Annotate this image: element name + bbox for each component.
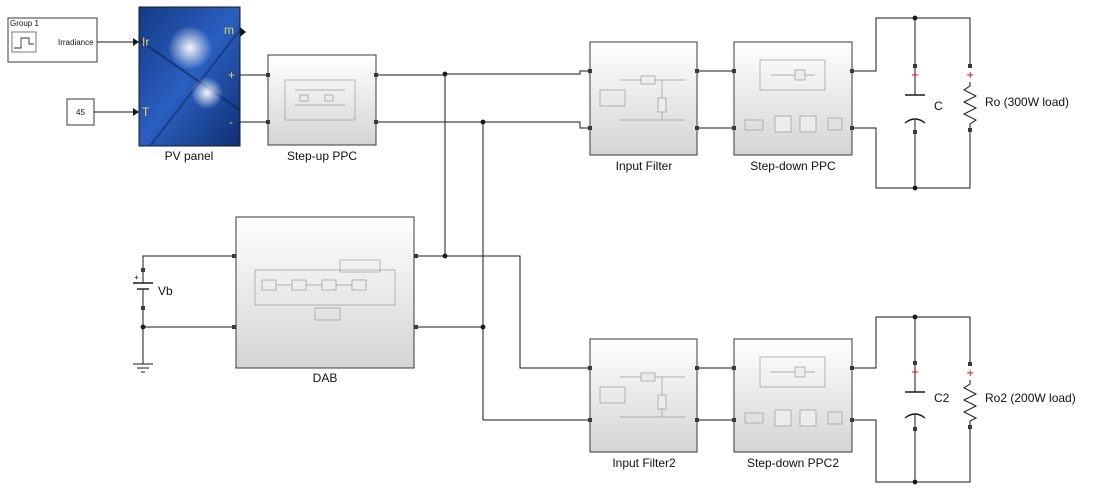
step-down-ppc-2-label: Step-down PPC2: [747, 456, 839, 470]
capacitor-1-plus-sign: +: [911, 70, 919, 81]
step-down-ppc-2-block[interactable]: [732, 339, 854, 452]
pv-cell-highlight-icon: [168, 26, 212, 70]
pv-panel-label: PV panel: [165, 149, 214, 163]
step-down-ppc-1-block[interactable]: [732, 42, 854, 155]
signal-waveform-icon: [12, 32, 36, 52]
resistor-1-label: Ro (300W load): [985, 95, 1069, 109]
ground-icon: [133, 364, 153, 372]
step-up-ppc-label: Step-up PPC: [287, 149, 357, 163]
signal-builder-group-label: Group 1: [10, 19, 39, 28]
input-filter-1-label: Input Filter: [616, 159, 673, 173]
signal-builder-block[interactable]: Group 1 Irradiance: [8, 18, 97, 62]
battery-plus-sign: +: [134, 273, 139, 282]
constant-value: 45: [76, 108, 85, 117]
resistor-1[interactable]: +: [964, 64, 976, 132]
resistor-2-label: Ro2 (200W load): [985, 391, 1076, 405]
step-down-ppc-1-label: Step-down PPC: [750, 159, 836, 173]
pv-port-minus: -: [229, 115, 233, 129]
input-filter-2-label: Input Filter2: [612, 456, 676, 470]
capacitor-1-label: C: [934, 99, 943, 113]
signal-builder-output-label: Irradiance: [58, 38, 94, 47]
resistor-1-plus-sign: +: [966, 70, 974, 81]
pv-port-ir: Ir: [142, 35, 149, 49]
pv-port-t: T: [142, 105, 150, 119]
battery-source[interactable]: +: [133, 268, 153, 310]
resistor-2-plus-sign: +: [966, 368, 974, 379]
pv-panel-block[interactable]: Ir T m + -: [139, 7, 246, 146]
input-filter-1-block[interactable]: [588, 42, 699, 155]
capacitor-2-plus-sign: +: [911, 367, 919, 378]
pv-port-m: m: [224, 23, 234, 37]
battery-label: Vb: [158, 284, 173, 298]
dab-block[interactable]: [232, 217, 418, 368]
input-filter-2-block[interactable]: [588, 339, 699, 452]
step-up-ppc-block[interactable]: [266, 55, 378, 145]
constant-block[interactable]: 45: [67, 99, 94, 125]
pv-port-plus: +: [228, 68, 235, 82]
resistor-2[interactable]: +: [964, 362, 976, 429]
pv-output-arrow-icon: [240, 27, 246, 37]
dab-label: DAB: [313, 371, 338, 385]
capacitor-2-label: C2: [934, 391, 950, 405]
